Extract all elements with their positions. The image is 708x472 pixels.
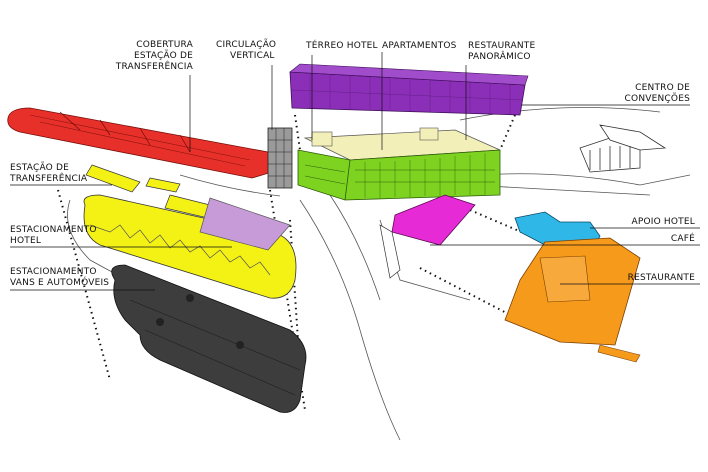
label-cobertura-2: ESTAÇÃO DE [134, 50, 193, 61]
label-restaurante: RESTAURANTE [628, 273, 695, 283]
label-cobertura-1: COBERTURA [136, 40, 193, 50]
circulacao-tower [267, 127, 293, 189]
label-estacao-transferencia-2: TRANSFERÊNCIA [9, 172, 88, 184]
label-restaurante-panoramico-1: RESTAURANTE [468, 41, 535, 51]
estacionamento-vans [111, 264, 307, 413]
label-centro-convencoes-1: CENTRO DE [635, 83, 690, 93]
estacao-transferencia [85, 164, 181, 193]
label-circulacao-2: VERTICAL [230, 51, 275, 61]
label-apartamentos: APARTAMENTOS [382, 41, 457, 51]
existing-building [579, 124, 667, 173]
estacionamento-hotel [83, 194, 297, 299]
label-centro-convencoes-2: CONVENÇÕES [625, 92, 691, 104]
cafe-block [379, 194, 476, 279]
label-estacionamento-hotel-2: HOTEL [10, 236, 41, 246]
label-estacionamento-vans-2: VANS E AUTOMÓVEIS [10, 276, 109, 288]
label-cobertura-3: TRANSFERÊNCIA [115, 60, 194, 72]
label-restaurante-panoramico-2: PANORÂMICO [468, 50, 531, 62]
label-circulacao-1: CIRCULAÇÃO [216, 39, 276, 50]
dotted-connectors [57, 114, 541, 411]
leader-lines [10, 52, 700, 291]
labels: COBERTURA ESTAÇÃO DE TRANSFERÊNCIA CIRCU… [9, 39, 695, 288]
label-apoio-hotel: APOIO HOTEL [631, 217, 695, 227]
terreo-hotel [297, 149, 501, 201]
label-estacao-transferencia-1: ESTAÇÃO DE [10, 162, 69, 173]
cobertura-roof [7, 107, 273, 179]
label-estacionamento-hotel-1: ESTACIONAMENTO [10, 225, 97, 235]
label-estacionamento-vans-1: ESTACIONAMENTO [10, 267, 97, 277]
centro-convencoes [289, 63, 529, 116]
lilac-plate [199, 197, 291, 251]
label-terreo-hotel: TÉRREO HOTEL [305, 39, 378, 51]
restaurante-block [504, 237, 641, 363]
label-cafe: CAFÉ [671, 232, 695, 244]
